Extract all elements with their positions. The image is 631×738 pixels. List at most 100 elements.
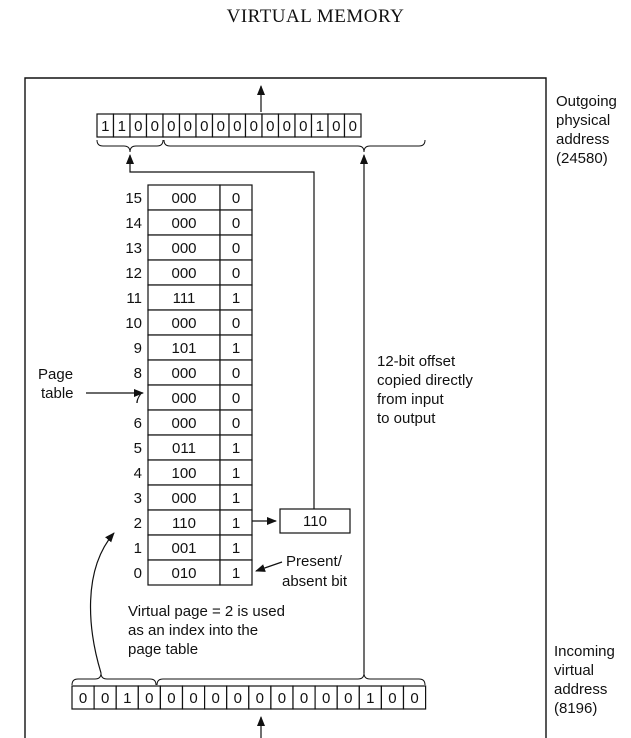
frame-number: 000 [171,240,196,257]
present-bit: 0 [232,415,240,432]
frame-cell [147,559,221,586]
row-index: 5 [134,440,142,457]
outgoing-bit-value: 0 [332,118,340,135]
svg-text:to output: to output [377,410,436,427]
incoming-bit-value: 0 [410,690,418,707]
present-bit: 1 [232,490,240,507]
outgoing-bit-value: 0 [151,118,159,135]
frame-number: 000 [171,415,196,432]
present-cell [219,284,253,311]
present-cell [219,459,253,486]
frame-cell [147,434,221,461]
incoming-bit-value: 0 [234,690,242,707]
frame-number: 000 [171,365,196,382]
frame-cell [147,234,221,261]
page-title: VIRTUAL MEMORY [226,6,405,27]
incoming-bit-value: 0 [101,690,109,707]
frame-number: 010 [171,565,196,582]
present-bit: 0 [232,365,240,382]
outgoing-bit-value: 0 [200,118,208,135]
page-table-row: 3 000 1 [134,484,253,511]
svg-text:table: table [41,385,74,402]
outgoing-bit-value: 1 [101,118,109,135]
outgoing-bit-value: 0 [233,118,241,135]
row-index: 3 [134,490,142,507]
svg-text:from input: from input [377,391,445,408]
row-index: 7 [134,390,142,407]
page-table-row: 5 011 1 [134,434,253,461]
row-index: 10 [125,315,142,332]
present-cell [219,334,253,361]
svg-text:address: address [556,131,609,148]
incoming-bit-value: 0 [167,690,175,707]
incoming-bit-value: 0 [189,690,197,707]
incoming-page-brace [71,672,157,686]
frame-number: 100 [171,465,196,482]
frame-cell [147,484,221,511]
frame-number: 000 [171,490,196,507]
present-bit-label: Present/ absent bit [282,553,348,590]
row-index: 13 [125,240,142,257]
row-index: 8 [134,365,142,382]
incoming-bit-value: 0 [79,690,87,707]
incoming-bit-value: 0 [145,690,153,707]
present-cell [219,534,253,561]
present-cell [219,484,253,511]
incoming-bit-value: 0 [344,690,352,707]
incoming-address-label: Incoming virtual address (8196) [554,643,615,717]
present-bit: 1 [232,565,240,582]
outgoing-bit-value: 0 [349,118,357,135]
outgoing-offset-brace [163,139,426,153]
present-bit: 0 [232,390,240,407]
outgoing-bit-value: 0 [217,118,225,135]
present-bit: 1 [232,440,240,457]
svg-text:Virtual page = 2 is used: Virtual page = 2 is used [128,603,285,620]
frame-cell [147,184,221,211]
svg-text:physical: physical [556,112,610,129]
svg-text:absent bit: absent bit [282,573,348,590]
frame-number: 000 [171,315,196,332]
outgoing-bit-value: 0 [266,118,274,135]
present-bit: 0 [232,215,240,232]
present-bit: 1 [232,290,240,307]
row-index: 12 [125,265,142,282]
present-bit-pointer-arrow [255,561,283,572]
outgoing-bit-value: 1 [118,118,126,135]
frame-to-output-arrow [126,154,315,510]
incoming-bit-value: 0 [388,690,396,707]
present-cell [219,209,253,236]
outgoing-bit-value: 0 [184,118,192,135]
frame-number: 000 [171,215,196,232]
index-arrow [89,532,115,674]
svg-text:address: address [554,681,607,698]
row-index: 6 [134,415,142,432]
svg-text:Outgoing: Outgoing [556,93,617,110]
svg-text:12-bit offset: 12-bit offset [377,353,456,370]
outgoing-page-brace [96,139,164,153]
svg-text:(24580): (24580) [556,150,608,167]
incoming-bit-value: 0 [300,690,308,707]
svg-text:Present/: Present/ [286,553,343,570]
incoming-bit-value: 0 [278,690,286,707]
incoming-bit-cell [402,685,427,710]
outgoing-bit-value: 0 [299,118,307,135]
present-bit: 0 [232,190,240,207]
svg-text:virtual: virtual [554,662,594,679]
row-index: 4 [134,465,142,482]
index-note: Virtual page = 2 is used as an index int… [128,603,285,658]
selected-frame-value: 110 [303,513,327,530]
frame-number: 011 [172,440,196,457]
frame-number: 001 [171,540,196,557]
